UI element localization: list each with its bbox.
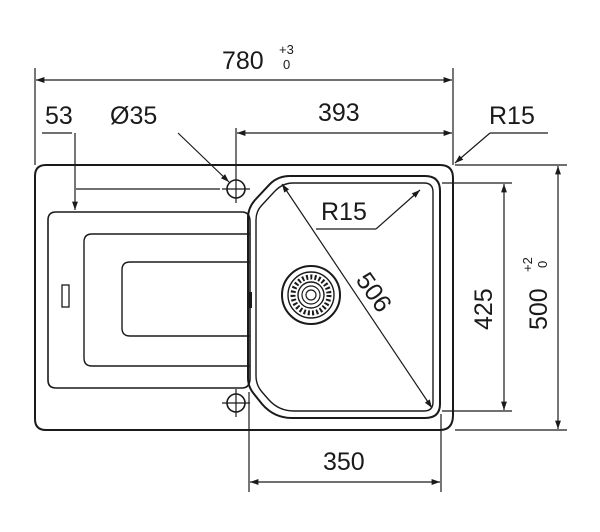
bowl-offset-label: 393 bbox=[318, 99, 360, 127]
bowl-depth-label: 425 bbox=[470, 288, 498, 330]
total-depth-label: 500 bbox=[525, 288, 553, 330]
dimension-tap-hole: Ø35 bbox=[76, 102, 230, 190]
drain-strainer bbox=[281, 265, 341, 325]
total-width-label: 780 bbox=[222, 47, 264, 75]
total-depth-tolerance-upper: +2 bbox=[520, 257, 535, 272]
dimension-total-depth: 500 +2 0 bbox=[455, 164, 567, 431]
dimension-drain-offset: 53 bbox=[42, 102, 78, 210]
dimension-bowl-width: 350 bbox=[248, 392, 442, 492]
bowl-diagonal-label: 506 bbox=[350, 267, 397, 317]
bowl-width-label: 350 bbox=[323, 448, 365, 476]
drainer-area bbox=[47, 211, 251, 389]
corner-radius-label: R15 bbox=[489, 102, 535, 130]
tap-hole-label: Ø35 bbox=[110, 102, 157, 130]
dimension-bowl-radius: R15 bbox=[316, 189, 421, 230]
dimension-corner-radius: R15 bbox=[454, 102, 548, 164]
total-width-tolerance-upper: +3 bbox=[279, 42, 294, 57]
bowl-rim-notch bbox=[247, 292, 252, 308]
drain-offset-label: 53 bbox=[45, 102, 73, 130]
bowl bbox=[247, 175, 441, 419]
sink-outline bbox=[34, 164, 454, 431]
tap-hole-bottom bbox=[222, 389, 250, 417]
dimension-bowl-depth: 425 bbox=[442, 182, 512, 412]
bowl-radius-label: R15 bbox=[321, 198, 367, 226]
tap-hole-top bbox=[222, 128, 250, 203]
total-width-tolerance-lower: 0 bbox=[283, 57, 290, 72]
overflow-slot bbox=[61, 284, 70, 308]
total-depth-tolerance-lower: 0 bbox=[535, 261, 550, 268]
dimension-bowl-offset: 393 bbox=[237, 99, 452, 136]
dimension-total-width: 780 +3 0 bbox=[34, 42, 454, 165]
